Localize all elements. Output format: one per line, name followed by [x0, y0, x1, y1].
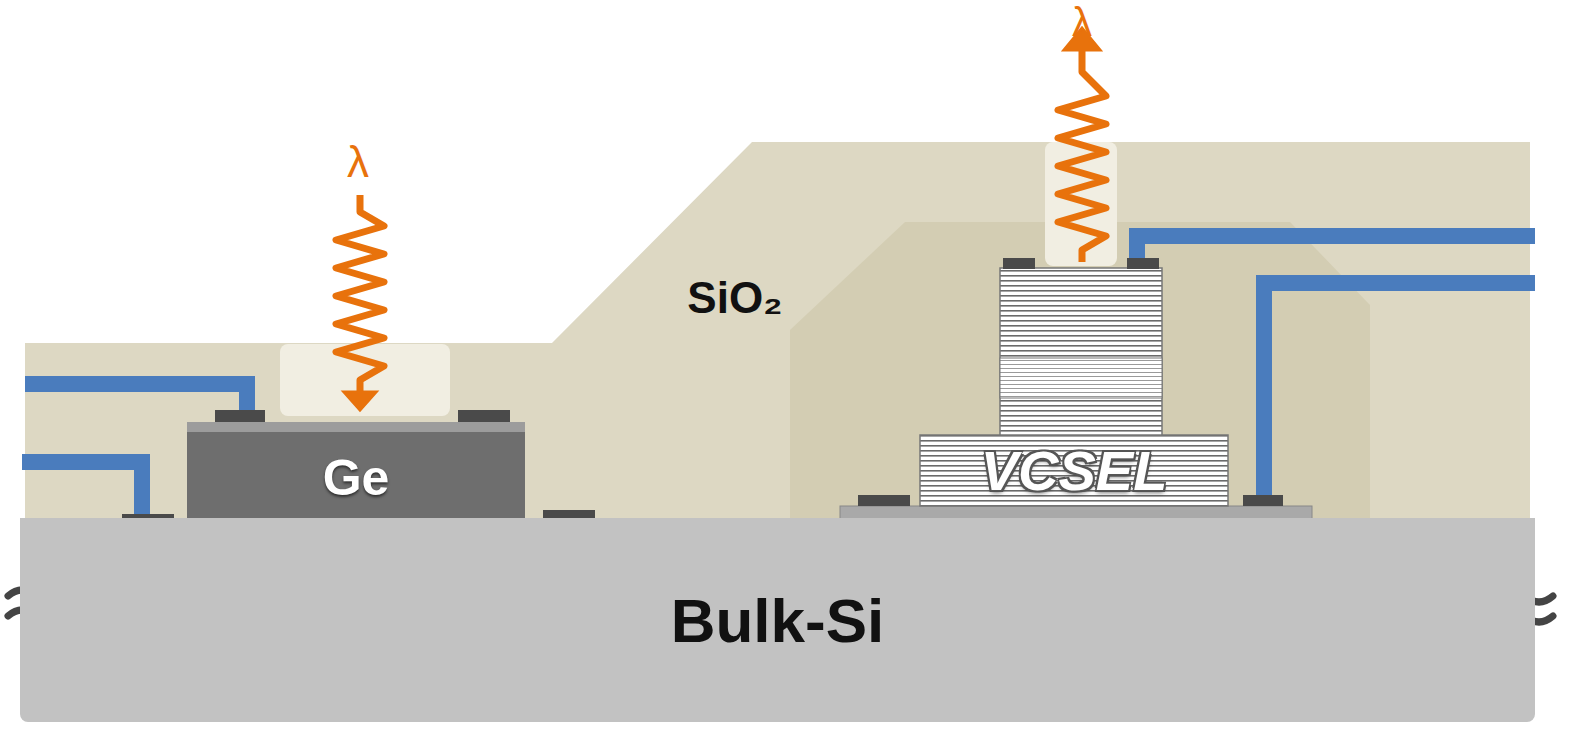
wavelength-label: λ	[1072, 2, 1092, 42]
node-label: Bulk-Si	[671, 585, 885, 656]
node-label: Ge	[323, 449, 390, 507]
contact-pads	[122, 258, 1283, 526]
vcsel-lower-mirror	[920, 435, 1228, 506]
vcsel-upper-mirror	[1000, 268, 1162, 435]
wavelength-label: λ	[347, 140, 369, 184]
oxide-label: SiO₂	[687, 276, 782, 320]
vcsel-active	[1000, 358, 1162, 398]
node-label: VCSEL	[981, 438, 1168, 503]
germanium-photodetector: Ge	[187, 422, 525, 524]
vcsel-laser: VCSEL	[920, 435, 1228, 506]
oxide-inner	[790, 222, 1370, 520]
light-waves	[336, 28, 1106, 410]
light-wave	[336, 195, 384, 398]
silicon-substrate: Bulk-Si	[20, 518, 1535, 722]
light-wave	[1058, 44, 1106, 262]
arrow-head	[344, 392, 376, 410]
